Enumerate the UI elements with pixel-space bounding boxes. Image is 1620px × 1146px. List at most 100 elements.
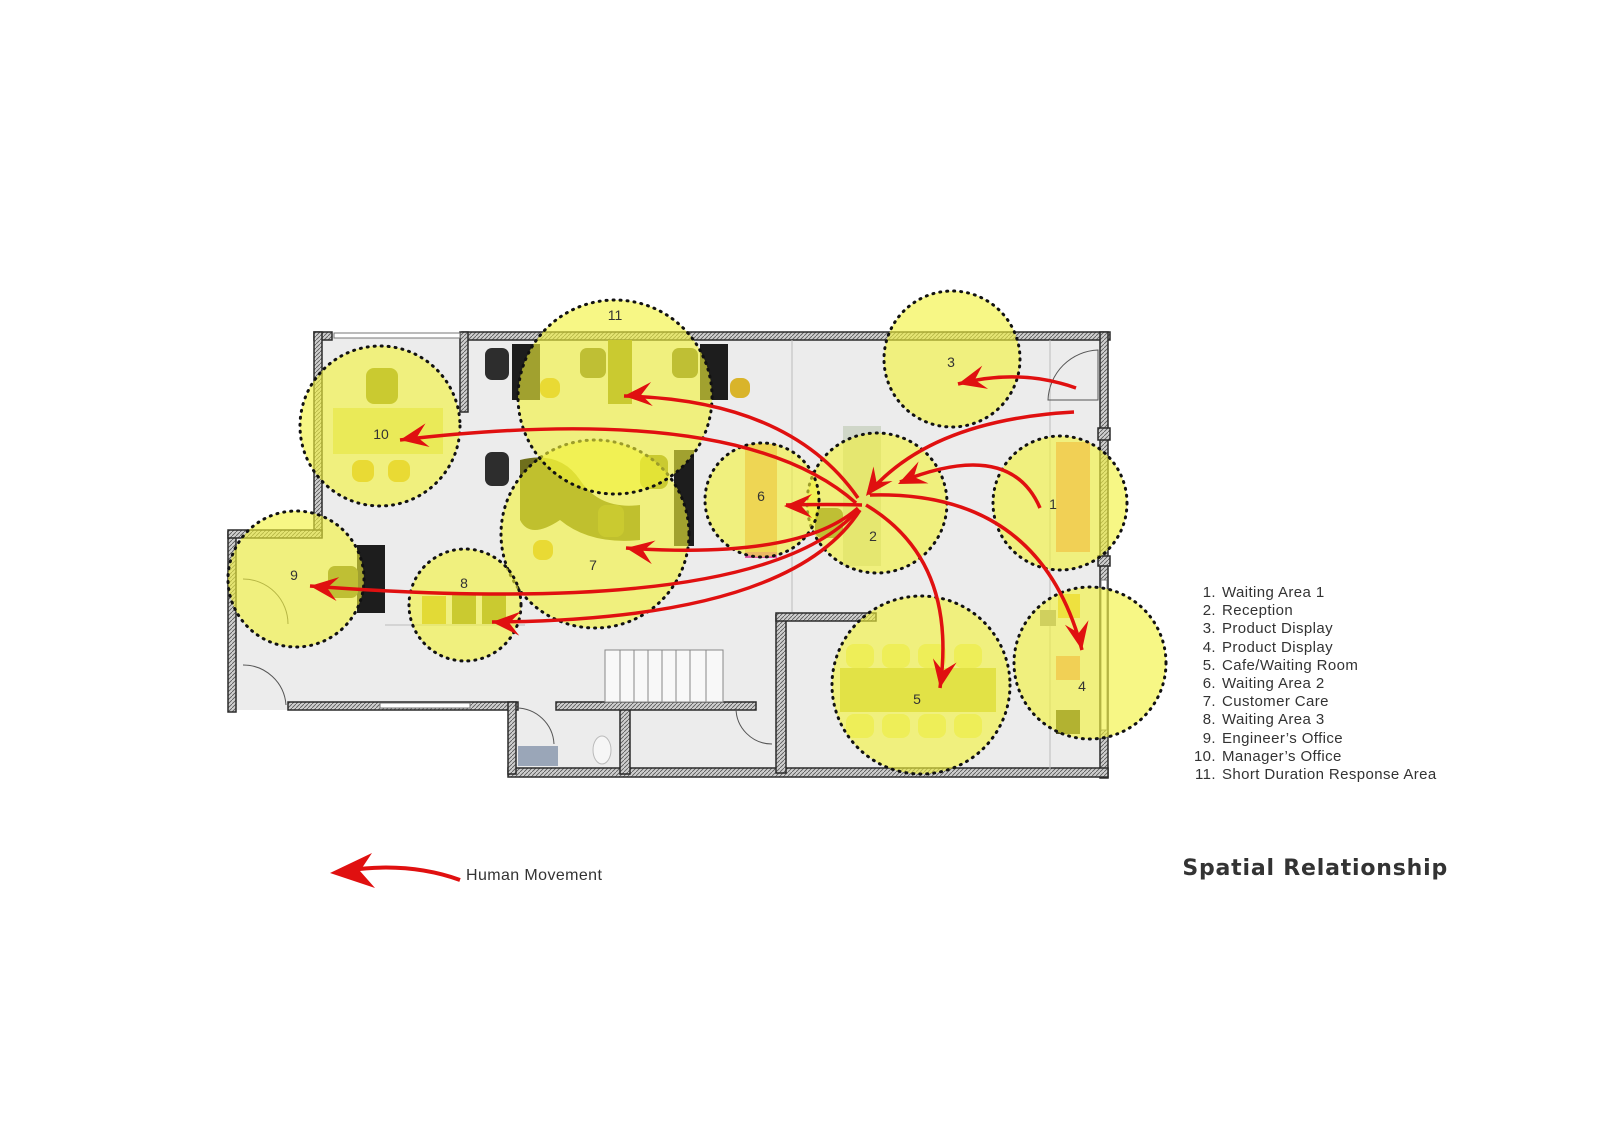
- arrow-2-to-10-head: [400, 423, 430, 447]
- toilet-fixture: [592, 735, 612, 765]
- arrow-2-to-4-line: [869, 493, 1084, 651]
- legend-item-number: 10.: [1193, 747, 1216, 765]
- legend-item-text: Reception: [1222, 602, 1294, 620]
- legend-item-1: 1. Waiting Area 1: [1192, 584, 1437, 602]
- zone-legend: 1. Waiting Area 1 2. Reception 3. Product Dis…: [1192, 584, 1437, 784]
- legend-item-11: 11. Short Duration Response Area: [1192, 766, 1437, 784]
- zone-circle-11: [516, 298, 714, 496]
- zone-circle-9: [226, 509, 366, 649]
- legend-item-number: 11.: [1195, 765, 1216, 783]
- staircase: [604, 649, 724, 703]
- legend-item-8: 8. Waiting Area 3: [1192, 711, 1437, 729]
- legend-item-text: Cafe/Waiting Room: [1222, 656, 1359, 674]
- arrow-2-to-5-line: [865, 503, 945, 689]
- legend-item-number: 6.: [1202, 674, 1216, 692]
- arrow-entrance-to-2-head: [866, 466, 893, 496]
- legend-item-text: Manager’s Office: [1222, 747, 1342, 765]
- legend-item-number: 7.: [1202, 693, 1216, 711]
- legend-item-3: 3. Product Display: [1192, 620, 1437, 638]
- zone-label-2: 2: [869, 528, 877, 544]
- care-chair-left: [485, 452, 509, 486]
- zone-circle-4: [1012, 585, 1168, 741]
- diagram-title: Spatial Relationship: [1182, 856, 1448, 881]
- zone-circle-8: [407, 547, 523, 663]
- arrow-2-to-11-head: [624, 382, 653, 406]
- legend-item-number: 9.: [1202, 729, 1216, 747]
- zone-label-8: 8: [460, 575, 468, 591]
- zone-circle-6: [703, 441, 821, 559]
- legend-item-number: 1.: [1202, 584, 1216, 601]
- arrow-2-to-7-line: [625, 506, 860, 552]
- arrow-2-to-5-head: [932, 658, 957, 688]
- legend-item-text: Customer Care: [1222, 693, 1329, 711]
- arrow-entrance-to-3-head: [958, 365, 989, 389]
- zone-label-1: 1: [1049, 496, 1057, 512]
- legend-item-text: Product Display: [1222, 620, 1334, 638]
- arrow-2-to-4-head: [1064, 620, 1089, 650]
- wall-door-jamb-2: [1097, 555, 1111, 567]
- legend-item-number: 8.: [1202, 711, 1216, 729]
- arrow-2-to-10-line: [399, 427, 858, 505]
- arrow-2-to-9-head: [310, 577, 340, 602]
- movement-arrows: [309, 365, 1089, 689]
- zone-circle-10: [298, 344, 462, 508]
- wall-door-jamb: [1097, 427, 1111, 441]
- wall-room-top: [555, 701, 757, 711]
- legend-item-text: Waiting Area 3: [1222, 711, 1325, 729]
- legend-item-number: 2.: [1202, 602, 1216, 620]
- door-entrance: [1047, 349, 1099, 401]
- zone-label-3: 3: [947, 354, 955, 370]
- zone-label-5: 5: [913, 691, 921, 707]
- legend-item-5: 5. Cafe/Waiting Room: [1192, 657, 1437, 675]
- legend-item-text: Product Display: [1222, 638, 1334, 656]
- door-room-b: [735, 707, 773, 745]
- zone-circle-3: [882, 289, 1022, 429]
- zone-label-6: 6: [757, 488, 765, 504]
- zone-circle-1: [991, 434, 1129, 572]
- arrow-1-to-2-line: [899, 463, 1042, 509]
- movement-legend-arrow: [330, 853, 461, 888]
- chair-top-1: [485, 348, 509, 380]
- wall-partition-a: [619, 701, 631, 775]
- legend-item-10: 10. Manager’s Office: [1192, 748, 1437, 766]
- arrow-2-to-8-line: [491, 509, 862, 624]
- legend-item-text: Waiting Area 2: [1222, 674, 1325, 692]
- arrow-2-to-8-head: [492, 611, 521, 636]
- legend-item-6: 6. Waiting Area 2: [1192, 675, 1437, 693]
- arrow-2-to-7-head: [626, 540, 656, 565]
- legend-item-text: Waiting Area 1: [1222, 584, 1325, 601]
- zones-layer: 1 2 3 4 5 6 7 8 9 10 11: [226, 289, 1168, 776]
- legend-item-number: 3.: [1202, 620, 1216, 638]
- legend-item-2: 2. Reception: [1192, 602, 1437, 620]
- arrow-1-to-2-head: [898, 461, 929, 484]
- window-bottom-left: [379, 702, 471, 709]
- zone-label-7: 7: [589, 557, 597, 573]
- zone-label-9: 9: [290, 567, 298, 583]
- door-exit: [242, 664, 287, 706]
- arrow-2-to-6-head: [784, 494, 812, 518]
- legend-arrow-curve: [349, 865, 461, 882]
- zone-circle-5: [830, 594, 1012, 776]
- zone-label-11: 11: [608, 307, 623, 323]
- legend-item-number: 4.: [1202, 638, 1216, 656]
- wall-inner-vertical: [459, 331, 469, 413]
- seat-top-2: [730, 378, 750, 398]
- sink-fixture: [518, 746, 558, 766]
- movement-legend-label: Human Movement: [466, 867, 603, 884]
- stair-run: [604, 649, 724, 703]
- legend-item-number: 5.: [1202, 656, 1216, 674]
- legend-arrow-head: [330, 853, 375, 888]
- legend-item-text: Engineer’s Office: [1222, 729, 1344, 747]
- legend-item-7: 7. Customer Care: [1192, 693, 1437, 711]
- window-top-left: [333, 332, 461, 339]
- wall-partition-b: [775, 614, 787, 774]
- arrow-entrance-to-2-line: [866, 410, 1075, 496]
- legend-item-4: 4. Product Display: [1192, 639, 1437, 657]
- zone-label-4: 4: [1078, 678, 1086, 694]
- arrow-2-to-11-line: [623, 394, 860, 499]
- wall-bottom-step: [507, 701, 517, 775]
- legend-item-9: 9. Engineer’s Office: [1192, 730, 1437, 748]
- zone-label-10: 10: [373, 426, 389, 442]
- legend-item-text: Short Duration Response Area: [1222, 765, 1437, 783]
